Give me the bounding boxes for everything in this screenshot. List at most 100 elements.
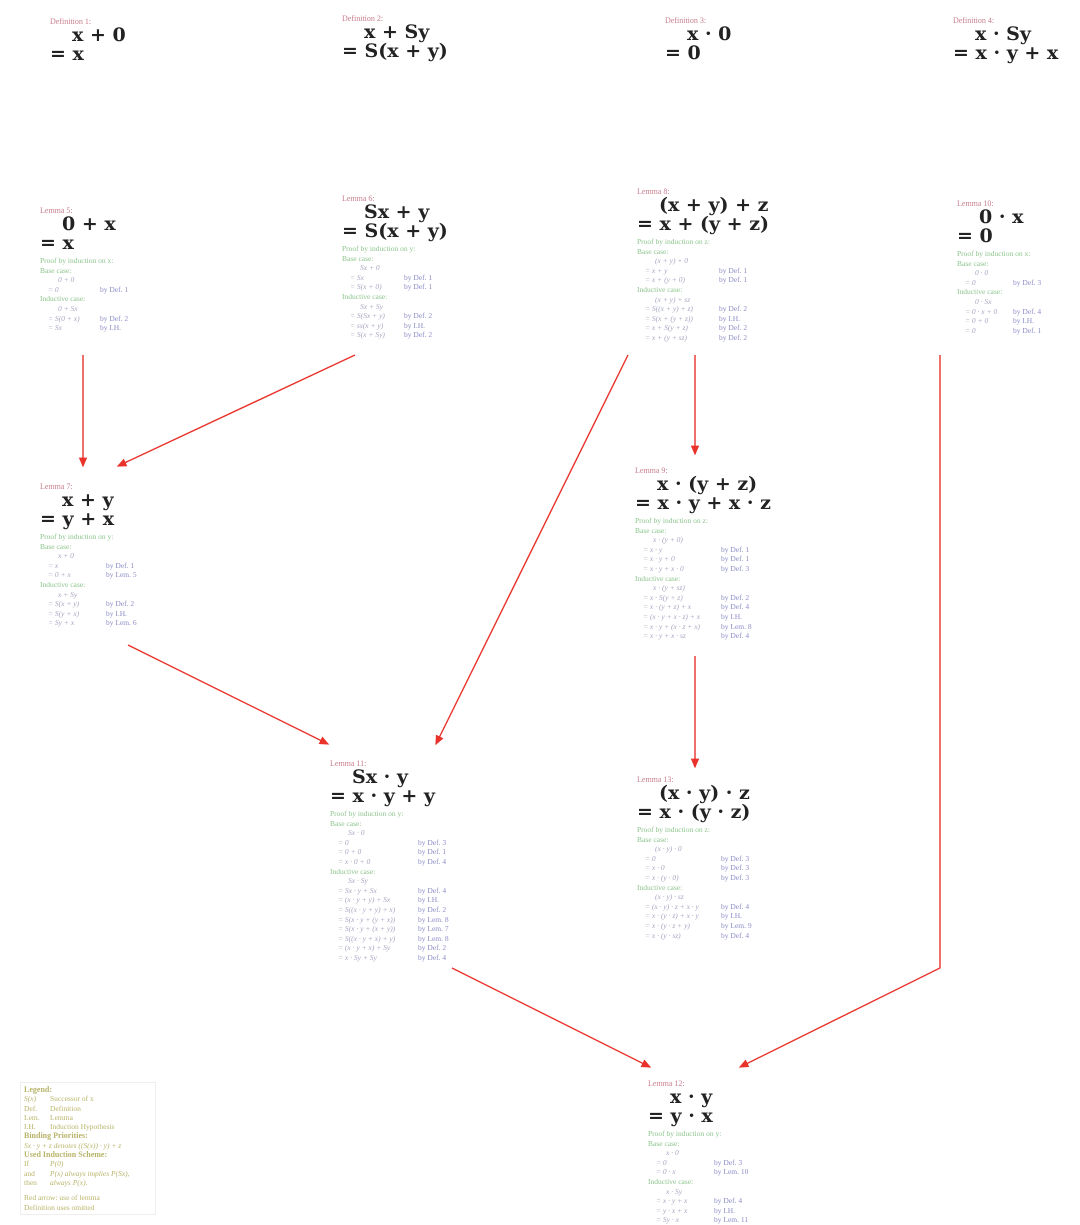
proof-step: = S((x · y + y) + x)by Def. 2: [330, 905, 449, 915]
proof-header: Proof by induction on y:: [330, 809, 404, 818]
formula-lhs: x · (y + z): [657, 473, 758, 495]
def3-label: Definition 3:: [665, 16, 707, 25]
def4-block: Definition 4:x · Sy= x · y + x: [953, 16, 1058, 63]
legend-entry: Lem.Lemma: [24, 1112, 73, 1122]
step-expression: = x · y + x: [656, 1196, 688, 1206]
proof-header: Proof by induction on y:: [342, 244, 416, 253]
step-expression: = S(x · y + (y + x)): [338, 914, 396, 924]
formula-rhs: = S(x + y): [342, 40, 448, 62]
step-expression: = 0 + x: [48, 570, 71, 580]
inductive-case-label: Inductive case:: [330, 866, 376, 876]
step-reason: by Lem. 11: [714, 1215, 749, 1225]
proof-step: = x + (y + sz)by Def. 2: [637, 333, 769, 343]
base-case-label: Base case:: [648, 1138, 680, 1148]
inductive-case-start: x · Sy: [666, 1186, 683, 1196]
proof-step: = x · (y · z + y)by Lem. 9: [637, 921, 752, 931]
step-reason: by Def. 3: [721, 853, 750, 863]
step-expression: = Sx: [48, 323, 63, 333]
lem5-label: Lemma 5:: [40, 206, 73, 215]
proof-step: = S(x + (y + z))by I.H.: [637, 314, 769, 324]
legend-box: Legend: S(x)Successor of x Def.Definitio…: [20, 1082, 156, 1215]
formula-lhs: Sx · y: [352, 766, 408, 788]
lem12-proof: Proof by induction on y:Base case:x · 0=…: [648, 1129, 748, 1225]
proof-step: = ss(x + y)by I.H.: [342, 321, 448, 331]
lem8-formula: (x + y) + z= x + (y + z): [637, 196, 769, 234]
step-reason: by Lem. 9: [721, 920, 752, 930]
formula-rhs: = x + (y + z): [637, 213, 769, 235]
step-expression: = (x · y) · z + x · y: [645, 901, 699, 911]
formula-lhs: x + Sy: [364, 21, 430, 43]
step-expression: = x · (y · 0): [645, 872, 679, 882]
legend-title: Legend:: [24, 1085, 52, 1094]
proof-step: = S((x · y + x) + y)by Lem. 8: [330, 934, 449, 944]
def2-formula: x + Sy= S(x + y): [342, 23, 448, 61]
step-reason: by Def. 1: [721, 554, 750, 564]
step-expression: = 0: [48, 284, 59, 294]
inductive-case-start: x + Sy: [58, 589, 78, 599]
arrow-lem11-to-lem12: [451, 967, 652, 1068]
formula-lhs: Sx + y: [364, 201, 430, 223]
formula-rhs: = x · (y · z): [637, 801, 751, 823]
lem8-label: Lemma 8:: [637, 187, 670, 196]
formula-rhs: = x · y + y: [330, 785, 435, 807]
lem10-proof: Proof by induction on x:Base case:0 · 0=…: [957, 249, 1041, 335]
lem8-block: Lemma 8:(x + y) + z= x + (y + z)Proof by…: [637, 187, 769, 343]
inductive-case-label: Inductive case:: [40, 294, 86, 304]
step-reason: by Def. 2: [721, 592, 750, 602]
step-expression: = x · y + x · 0: [643, 563, 684, 573]
formula-lhs: x · 0: [687, 23, 732, 45]
proof-step: = S(x + Sy)by Def. 2: [342, 330, 448, 340]
lem9-label: Lemma 9:: [635, 466, 668, 475]
step-expression: = S(Sx + y): [350, 311, 385, 321]
step-expression: = x: [48, 560, 59, 570]
base-case-label: Base case:: [40, 541, 72, 551]
step-reason: by Def. 2: [100, 313, 129, 323]
def3-formula: x · 0= 0: [665, 25, 731, 63]
step-reason: by Def. 2: [404, 311, 433, 321]
step-expression: = x · (y · z) + x · y: [645, 911, 699, 921]
lem6-proof: Proof by induction on y:Base case:Sx + 0…: [342, 244, 448, 340]
def4-formula: x · Sy= x · y + x: [953, 25, 1058, 63]
proof-step: = S((x + y) + z)by Def. 2: [637, 304, 769, 314]
step-expression: = x · Sy + Sy: [338, 952, 377, 962]
inductive-case-start: 0 · Sx: [975, 296, 992, 306]
step-expression: = Sx: [350, 272, 365, 282]
proof-step: = x · S(y + z)by Def. 2: [635, 593, 771, 603]
formula-rhs: = y · x: [648, 1105, 713, 1127]
proof-step: = S(0 + x)by Def. 2: [40, 314, 128, 324]
step-reason: by Def. 4: [721, 901, 750, 911]
step-reason: by I.H.: [1013, 316, 1035, 326]
proof-header: Proof by induction on x:: [40, 256, 114, 265]
def2-block: Definition 2:x + Sy= S(x + y): [342, 14, 448, 61]
lem7-proof: Proof by induction on y:Base case:x + 0=…: [40, 532, 137, 628]
step-expression: = x · (y + z) + x: [643, 602, 692, 612]
step-expression: = 0 + 0: [338, 847, 362, 857]
step-expression: = S(x + Sy): [350, 330, 385, 340]
binding-title: Binding Priorities:: [24, 1131, 88, 1141]
inductive-case-start: (x + y) + sz: [655, 294, 691, 304]
lem6-block: Lemma 6:Sx + y= S(x + y)Proof by inducti…: [342, 194, 448, 340]
def1-block: Definition 1:x + 0= x: [50, 17, 126, 64]
step-expression: = S(x + (y + z)): [645, 313, 693, 323]
inductive-case-start: x · (y + sz): [653, 583, 685, 593]
formula-lhs: (x · y) · z: [659, 782, 750, 804]
formula-rhs: = x: [40, 232, 74, 254]
step-reason: by Def. 3: [721, 563, 750, 573]
base-case-start: 0 + 0: [58, 275, 75, 285]
step-reason: by Lem. 8: [418, 933, 449, 943]
step-reason: by Def. 4: [1013, 306, 1042, 316]
base-case-start: x + 0: [58, 551, 74, 561]
